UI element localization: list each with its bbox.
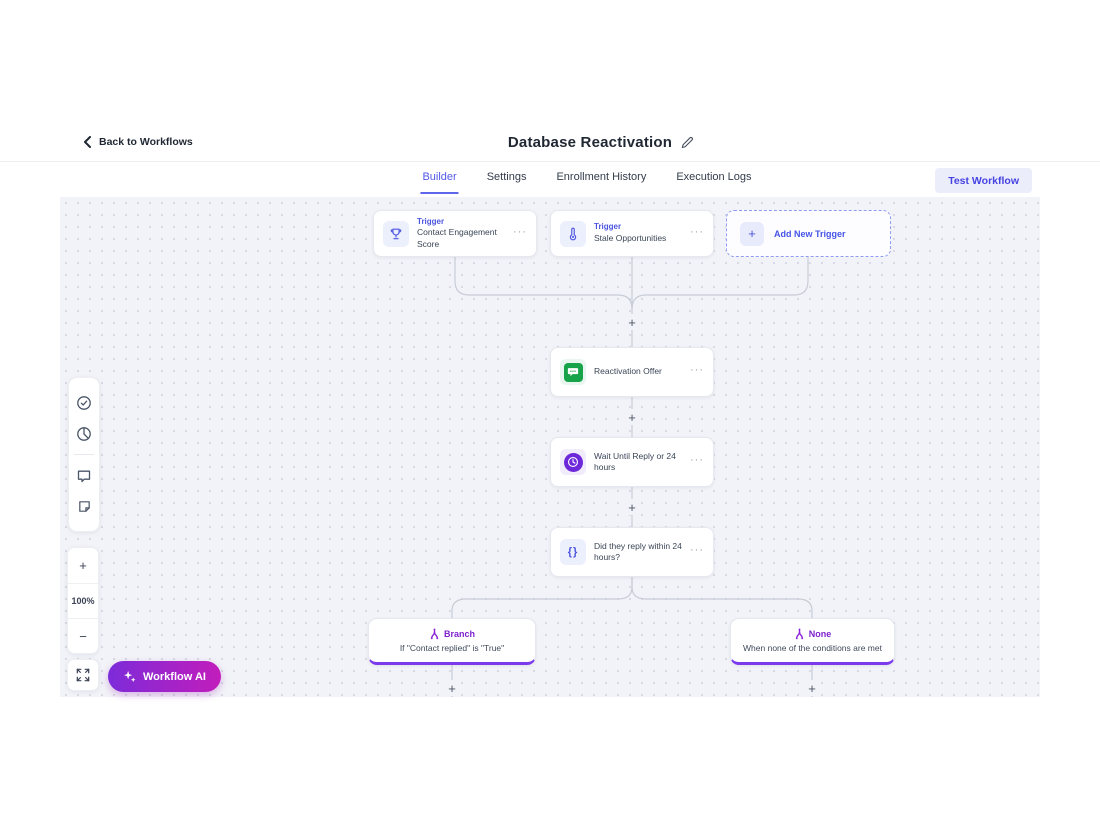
add-new-trigger-button[interactable]: + Add New Trigger	[726, 210, 891, 257]
fullscreen-button[interactable]	[67, 659, 99, 691]
stats-button[interactable]	[68, 418, 100, 449]
add-step-button[interactable]: +	[624, 409, 640, 425]
canvas-side-toolbar	[68, 377, 100, 532]
trigger-node-stale-opportunities[interactable]: Trigger Stale Opportunities ···	[550, 210, 714, 257]
zoom-level-indicator: 100%	[68, 583, 98, 618]
tab-settings[interactable]: Settings	[485, 167, 529, 194]
step-node-reactivation-offer[interactable]: Reactivation Offer ···	[550, 347, 714, 397]
branch-description: When none of the conditions are met	[743, 643, 882, 653]
branch-fork-icon	[795, 628, 803, 640]
more-options-icon[interactable]: ···	[690, 225, 704, 238]
trigger-node-contact-engagement-score[interactable]: Trigger Contact Engagement Score ···	[373, 210, 537, 257]
branch-fork-icon	[430, 628, 439, 640]
comments-button[interactable]	[68, 460, 100, 491]
sticky-note-icon	[78, 501, 90, 512]
workflow-canvas[interactable]: Trigger Contact Engagement Score ··· Tri…	[60, 197, 1040, 697]
workflow-ai-label: Workflow AI	[143, 670, 206, 683]
zoom-in-button[interactable]: +	[68, 548, 98, 583]
branch-description: If "Contact replied" is "True"	[399, 643, 505, 653]
sms-message-icon	[560, 359, 586, 385]
back-link-label: Back to Workflows	[99, 136, 193, 148]
header-divider	[0, 161, 1100, 162]
page-title: Database Reactivation	[507, 134, 673, 151]
toolbar-divider	[74, 454, 94, 455]
step-name: Wait Until Reply or 24 hours	[594, 450, 676, 472]
trigger-name: Contact Engagement Score	[417, 227, 497, 249]
trigger-name: Stale Opportunities	[594, 233, 667, 244]
expand-icon	[76, 668, 90, 682]
trigger-type-label: Trigger	[417, 216, 445, 226]
step-node-wait-until-reply[interactable]: Wait Until Reply or 24 hours ···	[550, 437, 714, 487]
add-step-button[interactable]: +	[444, 680, 460, 696]
add-step-button[interactable]: +	[624, 499, 640, 515]
curly-braces-icon: {}	[560, 539, 586, 565]
add-step-button[interactable]: +	[624, 314, 640, 330]
workflow-ai-button[interactable]: Workflow AI	[108, 661, 221, 692]
pie-chart-icon	[77, 426, 91, 441]
branch-label: Branch	[443, 629, 475, 639]
branch-label: None	[808, 629, 832, 639]
back-to-workflows-link[interactable]: Back to Workflows	[83, 136, 193, 148]
thermometer-icon	[560, 220, 586, 247]
chat-bubble-icon	[77, 470, 91, 482]
branch-node-none[interactable]: None When none of the conditions are met	[730, 618, 895, 665]
zoom-controls: + 100% −	[67, 547, 99, 654]
tab-bar: Builder Settings Enrollment History Exec…	[420, 167, 753, 194]
check-circle-icon	[77, 395, 91, 410]
more-options-icon[interactable]: ···	[690, 544, 704, 556]
title-area: Database Reactivation	[508, 134, 694, 151]
sparkles-icon	[123, 670, 136, 683]
tab-builder[interactable]: Builder	[420, 167, 459, 194]
more-options-icon[interactable]: ···	[690, 364, 704, 376]
edit-title-icon[interactable]	[681, 136, 694, 149]
chevron-left-icon	[84, 136, 91, 148]
tab-execution-logs[interactable]: Execution Logs	[674, 167, 753, 194]
validate-workflow-button[interactable]	[68, 387, 100, 418]
clock-icon	[560, 449, 586, 475]
branch-node-contact-replied[interactable]: Branch If "Contact replied" is "True"	[368, 618, 536, 665]
add-step-button[interactable]: +	[804, 680, 820, 696]
notes-button[interactable]	[68, 491, 100, 522]
trophy-icon	[383, 220, 409, 247]
step-name: Did they reply within 24 hours?	[594, 540, 682, 562]
more-options-icon[interactable]: ···	[690, 454, 704, 466]
test-workflow-button[interactable]: Test Workflow	[935, 168, 1032, 193]
step-node-did-they-reply[interactable]: {} Did they reply within 24 hours? ···	[550, 527, 714, 577]
plus-icon: +	[740, 221, 764, 246]
tab-enrollment-history[interactable]: Enrollment History	[554, 167, 648, 194]
trigger-type-label: Trigger	[594, 222, 622, 232]
step-name: Reactivation Offer	[594, 366, 662, 377]
zoom-out-button[interactable]: −	[68, 618, 98, 653]
more-options-icon[interactable]: ···	[513, 225, 527, 238]
add-new-trigger-label: Add New Trigger	[774, 228, 846, 239]
